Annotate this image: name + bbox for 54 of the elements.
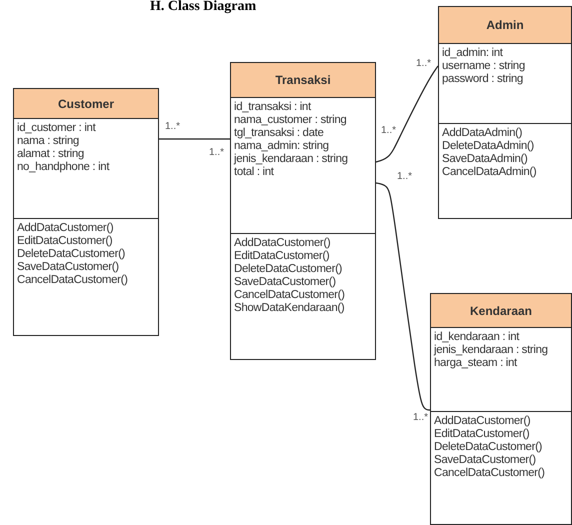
association-line (376, 182, 430, 411)
multiplicity-label: 1..* (413, 412, 428, 423)
class-name: Transaksi (231, 63, 375, 98)
method-text: SaveDataCustomer() (17, 261, 119, 274)
class-name: Customer (14, 89, 158, 119)
method-text: AddDataCustomer() (434, 415, 530, 428)
method-text: DeleteDataCustomer() (234, 263, 342, 276)
method-text: SaveDataCustomer() (434, 454, 536, 467)
association-line (159, 138, 230, 140)
method-text: DeleteDataAdmin() (442, 140, 534, 153)
attribute-text: jenis_kendaraan : string (234, 153, 348, 166)
multiplicity-label: 1..* (381, 125, 396, 136)
attribute-text: id_transaksi : int (234, 101, 311, 114)
multiplicity-label: 1..* (165, 121, 180, 132)
attribute-text: harga_steam : int (434, 357, 517, 370)
attribute-text: id_customer : int (17, 122, 96, 135)
class-box (13, 88, 159, 336)
attribute-text: alamat : string (17, 148, 84, 161)
method-text: CancelDataCustomer() (234, 289, 345, 302)
attribute-text: username : string (442, 60, 525, 73)
method-text: SaveDataCustomer() (234, 276, 336, 289)
method-text: EditDataCustomer() (17, 235, 112, 248)
method-text: AddDataCustomer() (17, 222, 114, 235)
method-text: ShowDataKendaraan() (234, 302, 344, 315)
method-text: CancelDataCustomer() (17, 274, 128, 287)
attribute-text: nama_customer : string (234, 114, 346, 127)
attribute-text: total : int (234, 166, 274, 179)
attribute-text: tgl_transaksi : date (234, 127, 324, 140)
class-box (430, 293, 572, 525)
attribute-text: jenis_kendaraan : string (434, 344, 548, 357)
method-text: DeleteDataCustomer() (434, 441, 542, 454)
multiplicity-label: 1..* (209, 147, 224, 158)
attribute-text: id_admin: int (442, 47, 503, 60)
multiplicity-label: 1..* (397, 171, 412, 182)
attribute-text: nama_admin: string (234, 140, 329, 153)
diagram-title: H. Class Diagram (150, 0, 256, 15)
method-text: CancelDataCustomer() (434, 467, 545, 480)
class-name: Kendaraan (431, 294, 571, 328)
method-text: AddDataCustomer() (234, 237, 330, 250)
method-text: AddDataAdmin() (442, 127, 522, 140)
class-box (230, 62, 376, 360)
association-line (376, 66, 438, 163)
attribute-text: no_handphone : int (17, 161, 110, 174)
attribute-text: password : string (442, 73, 523, 86)
attribute-text: id_kendaraan : int (434, 331, 520, 344)
class-box (438, 6, 572, 219)
method-text: CancelDataAdmin() (442, 166, 536, 179)
multiplicity-label: 1..* (416, 58, 432, 69)
method-text: DeleteDataCustomer() (17, 248, 126, 261)
method-text: SaveDataAdmin() (442, 153, 528, 166)
class-name: Admin (439, 7, 571, 44)
method-text: EditDataCustomer() (234, 250, 330, 263)
method-text: EditDataCustomer() (434, 428, 530, 441)
attribute-text: nama : string (17, 135, 79, 148)
